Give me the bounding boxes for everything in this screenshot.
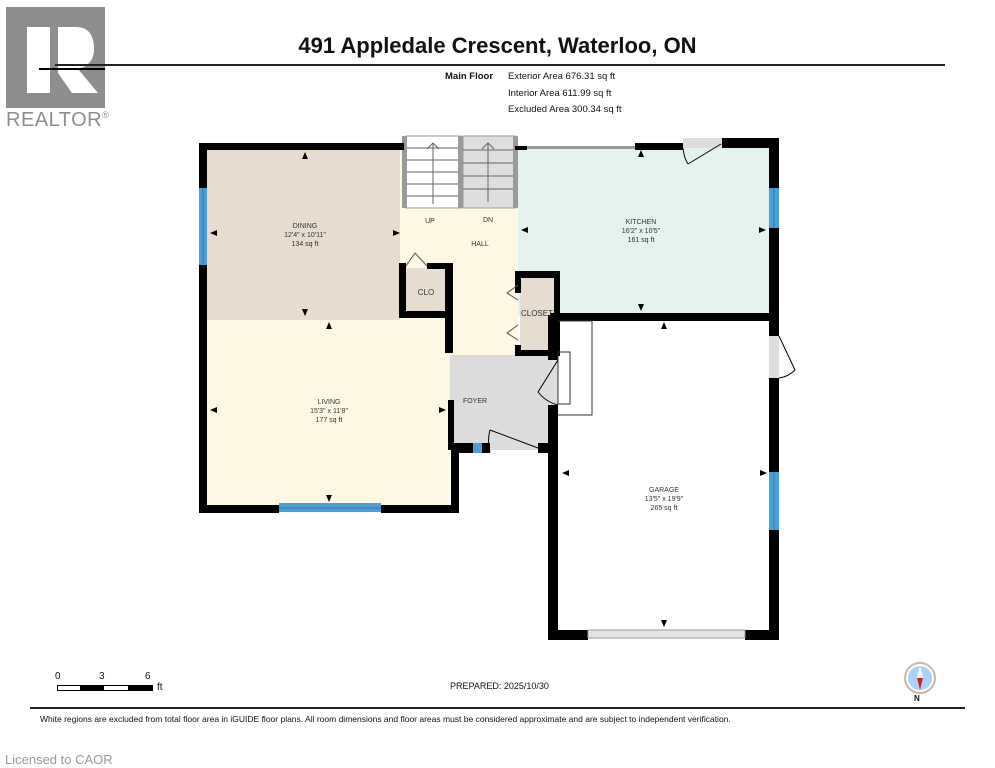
kitchen-area: 161 sq ft	[628, 237, 655, 244]
compass-north-label: N	[914, 694, 920, 703]
kitchen-name: KITCHEN	[626, 219, 657, 226]
realtor-logo	[6, 7, 105, 108]
stairs-down	[462, 135, 518, 209]
compass-icon	[904, 662, 936, 694]
kitchen-dims: 16'2" x 10'5"	[622, 228, 661, 235]
stairs-up	[402, 135, 463, 209]
window-foyer	[473, 443, 482, 453]
realtor-r-icon	[27, 27, 105, 93]
excluded-area: Excluded Area 300.34 sq ft	[508, 104, 622, 115]
garage-door[interactable]	[587, 629, 746, 639]
floor-name: Main Floor	[445, 71, 494, 82]
exterior-area: Exterior Area 676.31 sq ft	[508, 71, 616, 82]
living-dims: 15'3" x 11'8"	[310, 408, 348, 415]
living-name: LIVING	[318, 399, 341, 406]
dining-dims: 12'4" x 10'11"	[284, 232, 326, 239]
license-watermark: Licensed to CAOR	[5, 752, 113, 767]
scale-bar-graphic	[57, 685, 153, 691]
dimension-markers	[210, 150, 767, 627]
scale-tick-3: 3	[99, 671, 105, 682]
living-area: 177 sq ft	[316, 417, 343, 424]
title-divider	[55, 64, 945, 66]
prepared-date: PREPARED: 2025/10/30	[450, 681, 549, 691]
scale-tick-0: 0	[55, 671, 61, 682]
closet-name: CLOSET	[521, 309, 553, 318]
realtor-wordmark: REALTOR®	[6, 109, 109, 132]
realtor-wordmark-text: REALTOR	[6, 109, 103, 131]
window-living	[279, 503, 381, 512]
room-dining[interactable]	[205, 148, 405, 320]
scale-bar: 0 3 6 ft	[55, 671, 175, 701]
garage-name: GARAGE	[649, 487, 679, 494]
interior-area: Interior Area 611.99 sq ft	[508, 88, 612, 99]
room-garage[interactable]	[555, 318, 770, 636]
window-mullions	[202, 188, 775, 530]
room-clo[interactable]	[404, 268, 448, 314]
room-labels: DINING 12'4" x 10'11" 134 sq ft KITCHEN …	[284, 217, 684, 512]
scale-tick-6: 6	[145, 671, 151, 682]
page-title: 491 Appledale Crescent, Waterloo, ON	[298, 33, 697, 58]
registered-mark: ®	[102, 110, 110, 120]
hall-name: HALL	[471, 241, 489, 248]
foyer-name: FOYER	[463, 398, 487, 405]
sliding-door[interactable]	[527, 146, 635, 149]
garage-area: 265 sq ft	[651, 505, 678, 512]
scale-unit: ft	[157, 682, 163, 693]
clo-name: CLO	[418, 288, 434, 297]
walls	[199, 138, 779, 640]
doors	[405, 138, 796, 453]
footer-divider	[30, 707, 965, 709]
dining-area: 134 sq ft	[292, 241, 319, 248]
garage-dims: 13'5" x 19'9"	[645, 496, 684, 503]
stairs-down-label: DN	[483, 217, 493, 224]
stairs-up-label: UP	[425, 218, 435, 225]
disclaimer-text: White regions are excluded from total fl…	[40, 714, 731, 724]
dining-name: DINING	[293, 223, 318, 230]
